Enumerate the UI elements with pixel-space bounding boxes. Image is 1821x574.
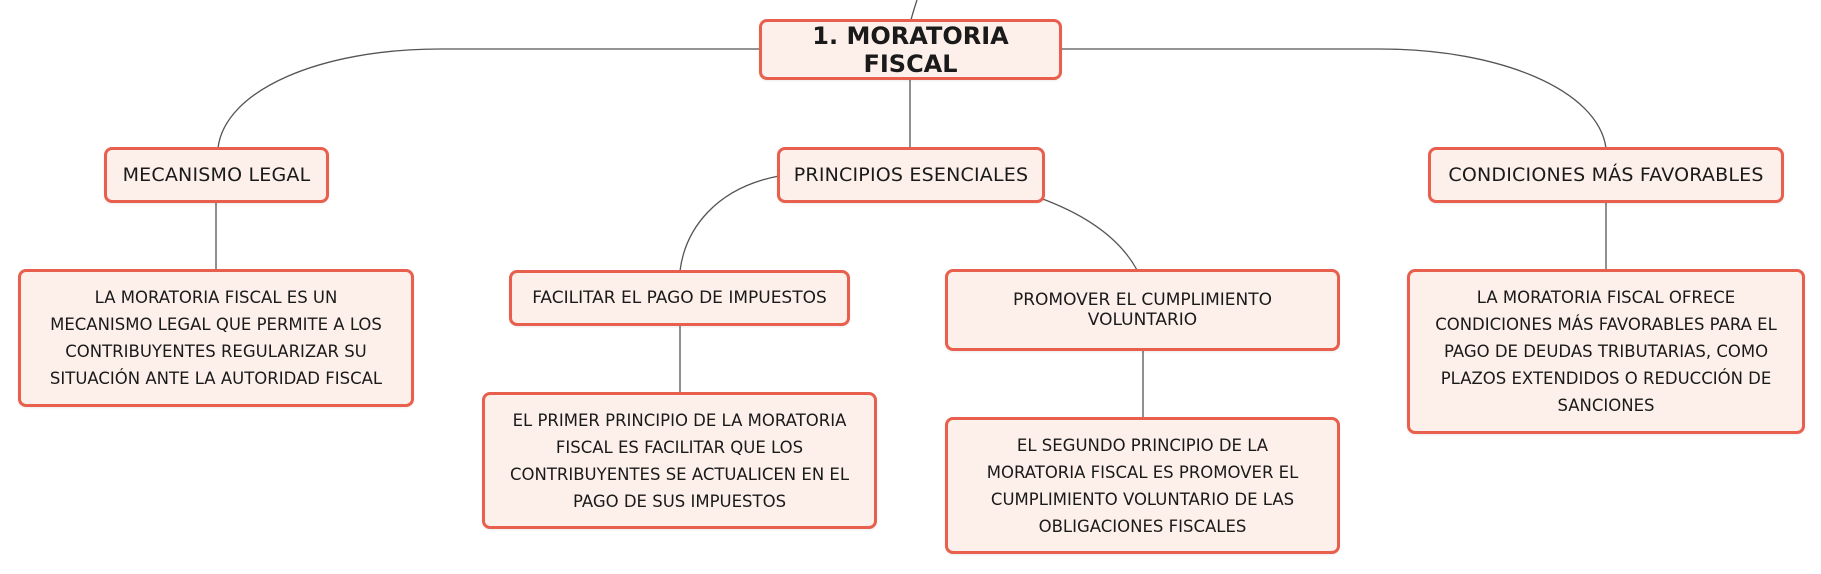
connector-principios-to-promover [1039,197,1138,271]
node-promover-cumplimiento-detail-text: EL SEGUNDO PRINCIPIO DE LA MORATORIA FIS… [986,435,1299,536]
node-facilitar-pago-detail[interactable]: EL PRIMER PRINCIPIO DE LA MORATORIA FISC… [482,392,877,529]
node-mecanismo-legal-label: MECANISMO LEGAL [122,164,311,186]
node-facilitar-pago-detail-text: EL PRIMER PRINCIPIO DE LA MORATORIA FISC… [509,410,850,511]
node-facilitar-pago[interactable]: FACILITAR EL PAGO DE IMPUESTOS [509,270,850,326]
connector-root-to-condiciones [1061,48,1607,149]
connector-root-to-mecanismo [217,48,760,149]
node-promover-cumplimiento-detail[interactable]: EL SEGUNDO PRINCIPIO DE LA MORATORIA FIS… [945,417,1340,554]
node-principios-esenciales[interactable]: PRINCIPIOS ESENCIALES [777,147,1045,203]
node-mecanismo-legal-detail[interactable]: LA MORATORIA FISCAL ES UN MECANISMO LEGA… [18,269,414,407]
node-facilitar-pago-label: FACILITAR EL PAGO DE IMPUESTOS [532,288,827,308]
connector-principios-to-facilitar [679,175,780,272]
node-moratoria-fiscal[interactable]: 1. MORATORIA FISCAL [759,19,1062,80]
node-promover-cumplimiento[interactable]: PROMOVER EL CUMPLIMIENTO VOLUNTARIO [945,269,1340,351]
node-mecanismo-legal[interactable]: MECANISMO LEGAL [104,147,329,203]
node-condiciones-favorables-detail-text: LA MORATORIA FISCAL OFRECE CONDICIONES M… [1435,288,1777,415]
node-condiciones-favorables-detail[interactable]: LA MORATORIA FISCAL OFRECE CONDICIONES M… [1407,269,1805,434]
connector-root-parent [910,0,918,21]
node-mecanismo-legal-detail-text: LA MORATORIA FISCAL ES UN MECANISMO LEGA… [49,288,383,388]
node-promover-cumplimiento-label: PROMOVER EL CUMPLIMIENTO VOLUNTARIO [1012,290,1273,330]
node-condiciones-favorables-label: CONDICIONES MÁS FAVORABLES [1448,164,1764,186]
node-moratoria-fiscal-label: 1. MORATORIA FISCAL [812,21,1009,78]
node-principios-esenciales-label: PRINCIPIOS ESENCIALES [793,164,1029,186]
node-condiciones-favorables[interactable]: CONDICIONES MÁS FAVORABLES [1428,147,1784,203]
